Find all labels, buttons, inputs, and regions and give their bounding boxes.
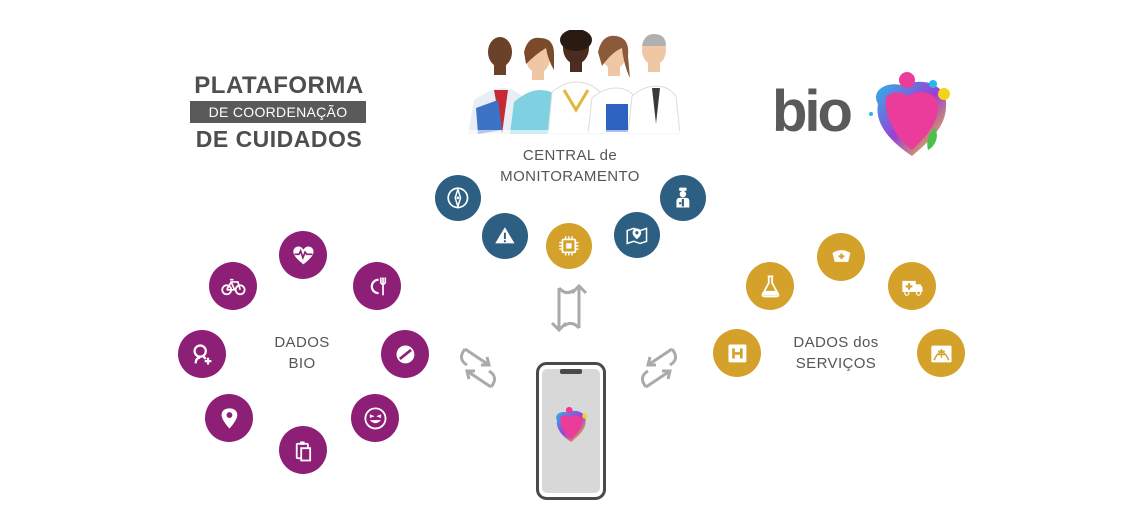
heart-rate-icon — [279, 231, 327, 279]
services-label-line2: SERVIÇOS — [795, 355, 877, 372]
bio-label: DADOS BIO — [252, 332, 352, 374]
brand-logo-text: bio — [772, 79, 853, 144]
search-add-icon — [178, 330, 226, 378]
warning-icon — [482, 213, 528, 259]
compass-icon — [435, 175, 481, 221]
ambulance-icon — [888, 262, 936, 310]
sync-arrows-right — [641, 347, 677, 389]
nurse-cap-icon — [817, 233, 865, 281]
meal-icon — [353, 262, 401, 310]
bicycle-icon — [209, 262, 257, 310]
health-professionals-image — [468, 30, 680, 134]
bio-label-line1: DADOS — [274, 334, 330, 351]
smartphone-image — [536, 362, 606, 500]
services-label: DADOS dos SERVIÇOS — [776, 332, 896, 374]
clipboard-icon — [279, 426, 327, 474]
chip-icon — [546, 223, 592, 269]
title-line-1: PLATAFORMA — [194, 72, 364, 99]
title-line-3: DE CUIDADOS — [195, 126, 363, 152]
xray-icon — [917, 329, 965, 377]
map-pin-icon — [614, 212, 660, 258]
central-label-line2: MONITORAMENTO — [500, 168, 640, 185]
doctor-icon — [660, 175, 706, 221]
pill-icon — [381, 330, 429, 378]
sync-arrows-vertical — [550, 283, 588, 333]
sync-arrows-left — [460, 347, 496, 389]
central-label: CENTRAL de MONITORAMENTO — [480, 145, 660, 187]
central-label-line1: CENTRAL de — [522, 147, 618, 164]
flask-icon — [746, 262, 794, 310]
brand-logo-mark — [869, 72, 950, 156]
smiley-icon — [351, 394, 399, 442]
location-icon — [205, 394, 253, 442]
bio-label-line2: BIO — [288, 355, 316, 372]
hospital-icon — [713, 329, 761, 377]
services-label-line1: DADOS dos — [793, 334, 879, 351]
title-band: DE COORDENAÇÃO — [190, 101, 366, 123]
